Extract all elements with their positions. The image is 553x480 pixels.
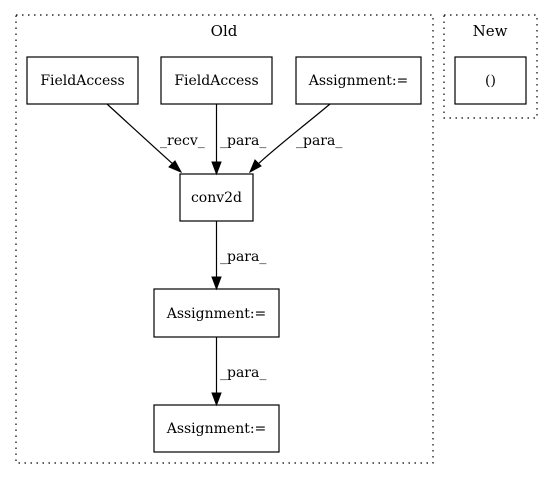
node-field-access-2[interactable]: FieldAccess (160, 56, 273, 105)
node-new-call-label: () (485, 73, 496, 89)
cluster-old-title: Old (211, 22, 238, 40)
node-field-access-2-label: FieldAccess (174, 73, 258, 89)
node-field-access-1-label: FieldAccess (40, 73, 124, 89)
edge-recv-arrowhead (168, 160, 183, 174)
cluster-old-border (15, 14, 434, 464)
edge-para-3-arrowhead (211, 276, 222, 291)
edge-para-3-label: _para_ (220, 249, 266, 265)
edge-para-1-arrowhead (211, 161, 222, 176)
edge-para-2-line (256, 103, 331, 166)
edge-para-2-arrowhead (248, 159, 262, 174)
edge-para-4: _para_ (211, 337, 266, 407)
edge-para-1-label: _para_ (220, 133, 266, 149)
node-assignment-mid-label: Assignment:= (166, 306, 267, 322)
edge-para-2: _para_ (248, 103, 342, 174)
node-conv2d-label: conv2d (191, 190, 242, 206)
node-assignment-bottom-label: Assignment:= (166, 421, 267, 437)
node-assignment-top-label: Assignment:= (308, 73, 409, 89)
edge-para-3: _para_ (211, 221, 266, 291)
node-new-call-box (454, 56, 527, 105)
cluster-old: Old (15, 14, 434, 464)
node-assignment-top[interactable]: Assignment:= (295, 56, 422, 105)
node-new-call[interactable]: () (454, 56, 527, 105)
cluster-new: New (443, 14, 538, 119)
node-assignment-bottom-box (153, 404, 280, 453)
edge-para-1: _para_ (211, 104, 266, 176)
node-field-access-1[interactable]: FieldAccess (26, 56, 139, 105)
edge-para-2-label: _para_ (296, 133, 342, 149)
node-assignment-mid[interactable]: Assignment:= (153, 288, 280, 338)
node-assignment-mid-box (153, 288, 280, 338)
cluster-new-title: New (473, 22, 508, 40)
node-assignment-bottom[interactable]: Assignment:= (153, 404, 280, 453)
edge-para-4-arrowhead (211, 392, 222, 407)
node-field-access-1-box (26, 56, 139, 105)
node-assignment-top-box (295, 56, 422, 105)
edge-recv: _recv_ (106, 103, 205, 174)
node-conv2d[interactable]: conv2d (179, 173, 254, 222)
edge-para-4-label: _para_ (220, 365, 266, 381)
edge-recv-line (106, 103, 175, 166)
cluster-new-border (443, 14, 538, 119)
edge-recv-label: _recv_ (160, 133, 205, 149)
node-conv2d-box (179, 173, 254, 222)
